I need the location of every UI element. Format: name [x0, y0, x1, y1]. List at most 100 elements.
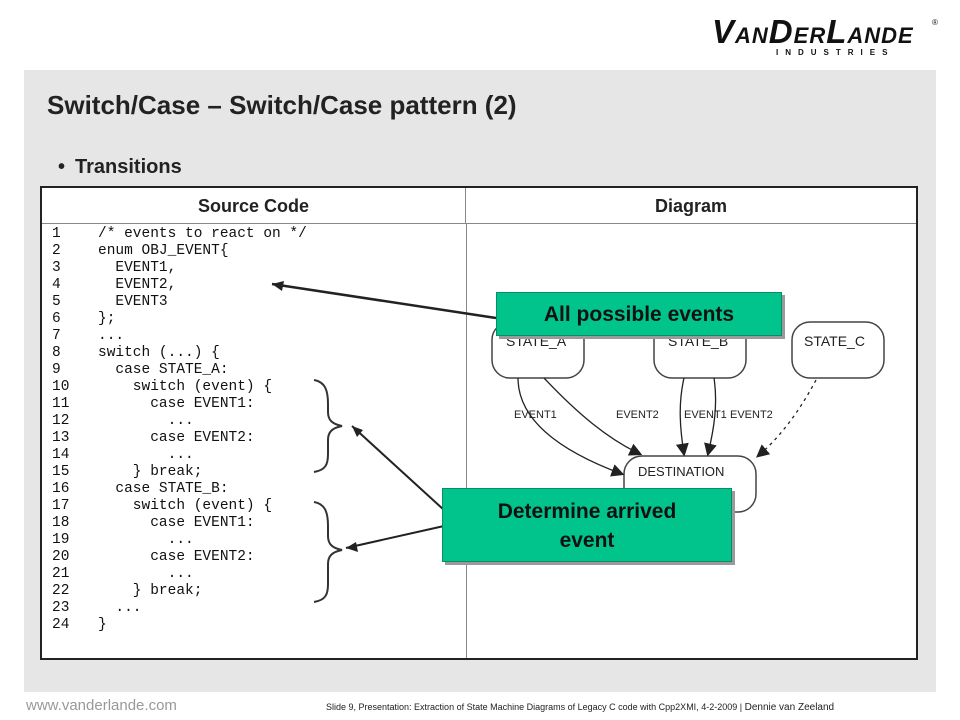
- code-line: 19 ...: [52, 532, 462, 549]
- code-line: 17 switch (event) {: [52, 498, 462, 515]
- footer-text: Slide 9, Presentation: Extraction of Sta…: [326, 702, 834, 713]
- footer-separator: |: [739, 702, 743, 712]
- code-line: 9 case STATE_A:: [52, 362, 462, 379]
- code-text: } break;: [98, 464, 203, 480]
- code-line: 6};: [52, 311, 462, 328]
- callout-all-possible-events: All possible events: [496, 292, 782, 336]
- footer-slide-info: Slide 9, Presentation: Extraction of Sta…: [326, 702, 738, 712]
- edge-b-event1: [675, 377, 689, 457]
- line-number: 20: [52, 549, 70, 565]
- code-text: ...: [98, 566, 194, 582]
- slide-title: Switch/Case – Switch/Case pattern (2): [47, 90, 517, 120]
- code-line: 10 switch (event) {: [52, 379, 462, 396]
- line-number: 6: [52, 311, 61, 327]
- code-line: 8 switch (...) {: [52, 345, 462, 362]
- line-number: 8: [52, 345, 61, 361]
- edge-label-event2-b: EVENT2: [730, 409, 773, 421]
- code-line: 20 case EVENT2:: [52, 549, 462, 566]
- bullet-dot-icon: •: [58, 156, 66, 178]
- line-number: 10: [52, 379, 70, 395]
- line-number: 18: [52, 515, 70, 531]
- code-text: case EVENT1:: [98, 396, 255, 412]
- code-text: case STATE_B:: [98, 481, 229, 497]
- code-line: 14 ...: [52, 447, 462, 464]
- line-number: 15: [52, 464, 70, 480]
- bullet-item: • Transitions: [58, 156, 182, 179]
- code-text: ...: [98, 328, 125, 344]
- edge-b-event2: [704, 377, 717, 457]
- code-line: 18 case EVENT1:: [52, 515, 462, 532]
- line-number: 3: [52, 260, 61, 276]
- code-line: 3 EVENT1,: [52, 260, 462, 277]
- code-text: ...: [98, 447, 194, 463]
- code-line: 12 ...: [52, 413, 462, 430]
- callout-arrived-line-2: event: [559, 529, 615, 552]
- code-text: case EVENT2:: [98, 430, 255, 446]
- line-number: 16: [52, 481, 70, 497]
- edge-a-event2: [543, 377, 643, 456]
- logo-wordmark: VANDERLANDE: [712, 13, 914, 50]
- line-number: 22: [52, 583, 70, 599]
- code-text: switch (...) {: [98, 345, 220, 361]
- line-number: 21: [52, 566, 70, 582]
- header-diagram: Diagram: [466, 188, 916, 224]
- code-line: 4 EVENT2,: [52, 277, 462, 294]
- code-text: } break;: [98, 583, 203, 599]
- code-line: 7...: [52, 328, 462, 345]
- line-number: 2: [52, 243, 61, 259]
- line-number: 19: [52, 532, 70, 548]
- code-text: /* events to react on */: [98, 226, 307, 242]
- code-line: 2 enum OBJ_EVENT{: [52, 243, 462, 260]
- callout-arrived-line-1: Determine arrived: [497, 500, 677, 523]
- code-text: switch (event) {: [98, 498, 273, 514]
- code-text: EVENT2,: [98, 277, 177, 293]
- website-url: www.vanderlande.com: [26, 697, 177, 714]
- code-text: };: [98, 311, 116, 327]
- bullet-text: Transitions: [75, 156, 182, 178]
- code-line: 21 ...: [52, 566, 462, 583]
- line-number: 14: [52, 447, 70, 463]
- line-number: 12: [52, 413, 70, 429]
- code-line: 16 case STATE_B:: [52, 481, 462, 498]
- code-line: 24}: [52, 617, 462, 634]
- code-line: 23 ...: [52, 600, 462, 617]
- line-number: 23: [52, 600, 70, 616]
- edge-label-event2-a: EVENT2: [616, 409, 659, 421]
- registered-mark: ®: [932, 18, 938, 27]
- code-text: ...: [98, 532, 194, 548]
- code-text: switch (event) {: [98, 379, 273, 395]
- code-line: 22 } break;: [52, 583, 462, 600]
- code-text: }: [98, 617, 107, 633]
- source-code-listing: 1 /* events to react on */ 2 enum OBJ_EVENT…: [52, 226, 462, 634]
- code-text: case EVENT2:: [98, 549, 255, 565]
- line-number: 7: [52, 328, 61, 344]
- code-line: 13 case EVENT2:: [52, 430, 462, 447]
- line-number: 11: [52, 396, 70, 412]
- line-number: 17: [52, 498, 70, 514]
- line-number: 1: [52, 226, 61, 242]
- line-number: 5: [52, 294, 61, 310]
- code-text: ...: [98, 600, 142, 616]
- line-number: 13: [52, 430, 70, 446]
- column-divider: [466, 224, 467, 658]
- code-text: enum OBJ_EVENT{: [98, 243, 229, 259]
- code-line: 1 /* events to react on */: [52, 226, 462, 243]
- state-c-label: STATE_C: [804, 333, 865, 349]
- line-number: 9: [52, 362, 61, 378]
- destination-label: DESTINATION: [638, 464, 724, 479]
- state-c-node: [791, 321, 885, 379]
- edge-label-event1-b: EVENT1: [684, 409, 727, 421]
- code-text: ...: [98, 413, 194, 429]
- state-a-label: STATE_A: [506, 333, 567, 349]
- header-source-code: Source Code: [42, 188, 466, 224]
- code-line: 15 } break;: [52, 464, 462, 481]
- state-b-label: STATE_B: [668, 333, 728, 349]
- code-text: case EVENT1:: [98, 515, 255, 531]
- edge-a-event1: [517, 377, 625, 477]
- footer-author: Dennie van Zeeland: [744, 702, 835, 713]
- logo-subtitle: INDUSTRIES: [776, 48, 895, 57]
- line-number: 4: [52, 277, 61, 293]
- code-text: EVENT3: [98, 294, 168, 310]
- vanderlande-logo: VANDERLANDE ® INDUSTRIES: [712, 13, 942, 66]
- callout-determine-arrived-event: Determine arrived event: [442, 488, 732, 562]
